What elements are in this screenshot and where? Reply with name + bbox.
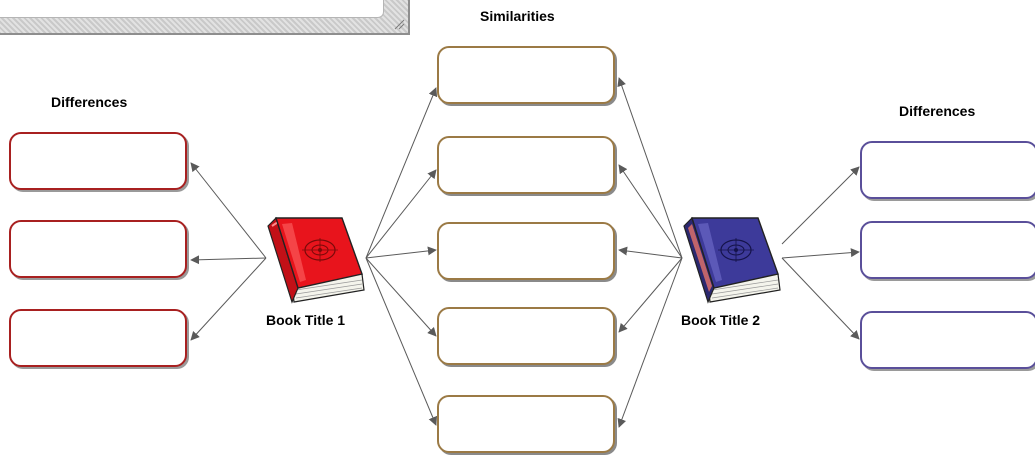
arrow: [617, 257, 683, 428]
red-book-icon[interactable]: [262, 214, 368, 306]
difference-box-right-2[interactable]: [860, 221, 1035, 279]
arrow: [618, 246, 683, 259]
arrow: [617, 77, 683, 259]
difference-box-left-3[interactable]: [9, 309, 187, 367]
similarity-box-2[interactable]: [437, 136, 615, 194]
arrow: [618, 164, 683, 259]
differences-left-heading: Differences: [51, 94, 128, 110]
differences-right-heading: Differences: [899, 103, 976, 119]
arrow: [781, 257, 860, 340]
similarity-box-1[interactable]: [437, 46, 615, 104]
difference-box-left-2[interactable]: [9, 220, 187, 278]
arrow: [365, 257, 438, 426]
arrow: [781, 248, 860, 259]
difference-box-right-1[interactable]: [860, 141, 1035, 199]
similarity-box-4[interactable]: [437, 307, 615, 365]
difference-box-right-3[interactable]: [860, 311, 1035, 369]
book-title-2: Book Title 2: [681, 312, 761, 328]
similarity-box-3[interactable]: [437, 222, 615, 280]
arrow: [365, 169, 437, 259]
book-title-1: Book Title 1: [266, 312, 346, 328]
blue-book-icon[interactable]: [678, 214, 784, 306]
similarity-box-5[interactable]: [437, 395, 615, 453]
arrow: [365, 246, 437, 259]
arrow: [618, 257, 683, 333]
arrow: [365, 257, 437, 337]
arrow: [365, 87, 438, 259]
arrow: [190, 162, 267, 259]
text-area-field[interactable]: [0, 0, 384, 18]
text-area[interactable]: [0, 0, 410, 35]
similarities-heading: Similarities: [480, 8, 555, 24]
arrow: [190, 257, 267, 341]
resize-grip-icon[interactable]: [393, 18, 405, 30]
difference-box-left-1[interactable]: [9, 132, 187, 190]
arrow: [781, 166, 860, 245]
arrow: [190, 255, 267, 265]
